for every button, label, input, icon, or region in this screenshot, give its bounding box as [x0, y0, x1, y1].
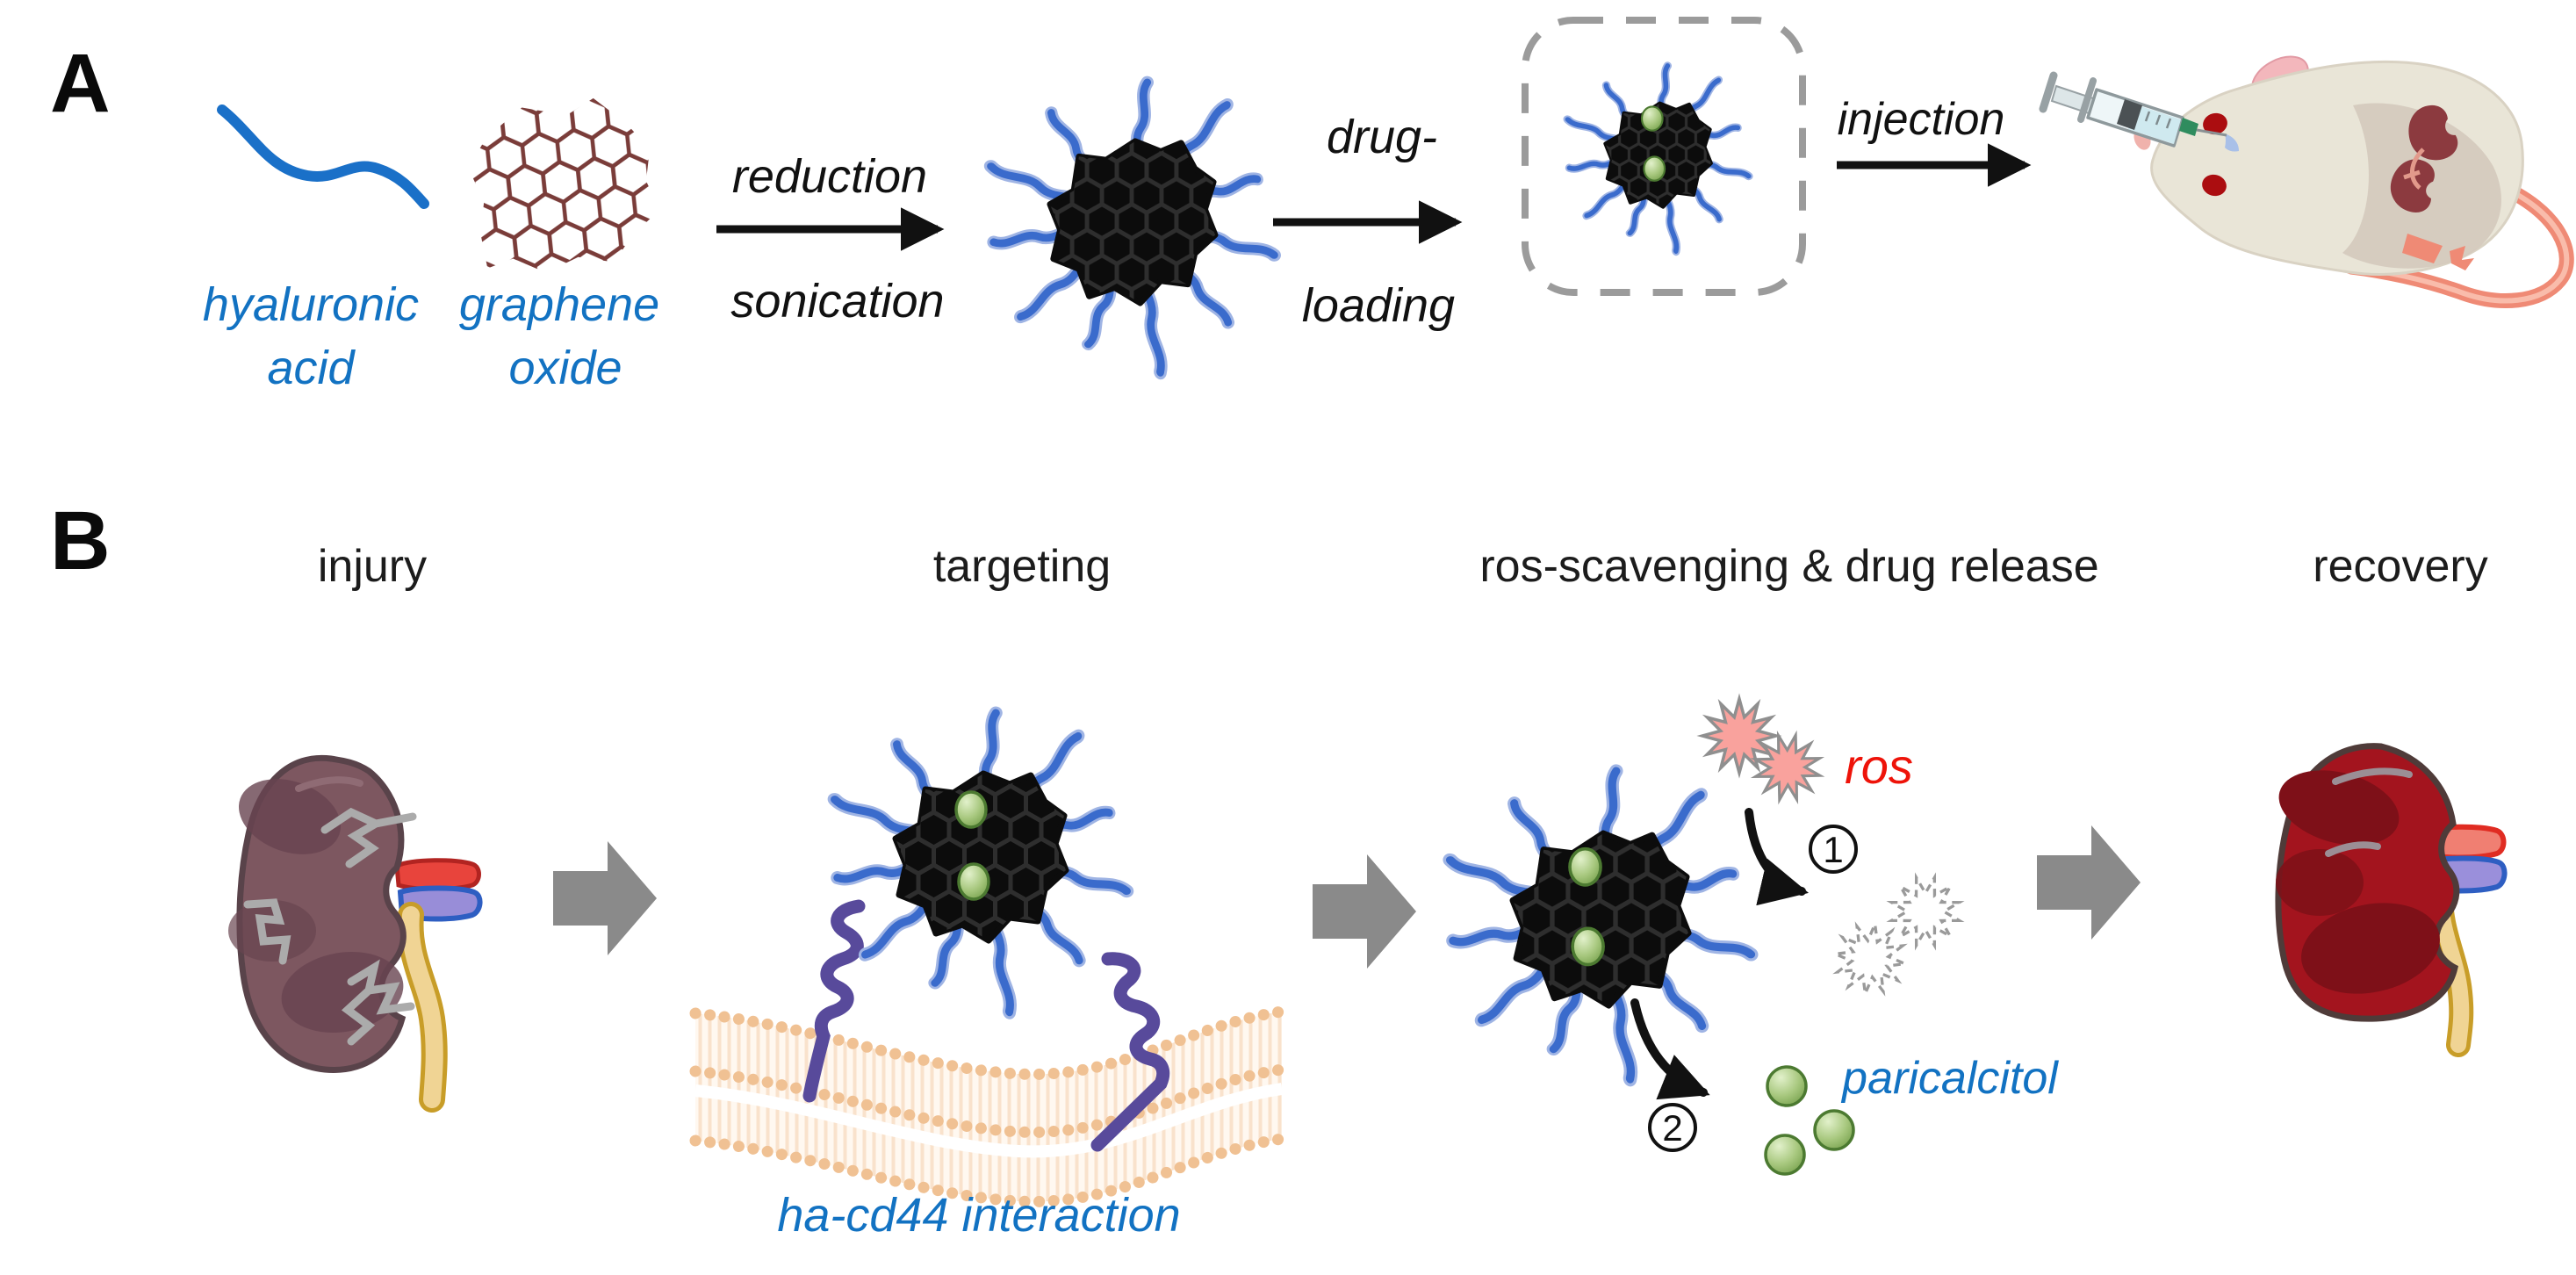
stage-header-injury: injury [318, 541, 427, 592]
kidney-blotch [228, 900, 316, 962]
mouse-foot [2402, 234, 2443, 263]
renal-artery [394, 858, 481, 891]
mouse-tail-highlight [2349, 182, 2570, 304]
reduction-label: reduction [732, 150, 927, 203]
curved-arrow-scavenging [1745, 808, 1810, 906]
targeting-nanoparticle [833, 712, 1127, 1012]
injury-crack [341, 959, 415, 1046]
loaded-drug-molecule-icon [957, 862, 990, 901]
scavenged-ros-icon [1881, 867, 1970, 956]
stage-header-recovery: recovery [2313, 541, 2487, 592]
loaded-drug-molecule-icon [1640, 105, 1664, 132]
mouse-kidney-vessels [2403, 148, 2425, 190]
injection-droplet-icon [2225, 133, 2239, 152]
recovered-kidney-illustration [2275, 743, 2508, 1057]
graphene-oxide-label-line1: graphene [459, 278, 659, 331]
loaded-drug-molecule-icon [954, 790, 988, 829]
stage-header-ros-scavenging: ros-scavenging & drug release [1479, 541, 2098, 592]
drug-loading-arrow: drug- loading [1273, 111, 1463, 332]
membrane-lipid-heads-middle [689, 1063, 1288, 1138]
injection-label: injection [1838, 94, 2005, 145]
injured-kidney-illustration [228, 754, 483, 1113]
stage-transition-arrow-icon [2037, 825, 2141, 940]
loaded-drug-molecule-icon [1571, 926, 1605, 967]
mouse-illustration [2039, 55, 2574, 308]
drug-label: drug- [1327, 111, 1437, 163]
kidney-blotch [238, 779, 342, 854]
paricalcitol-molecule [1813, 1109, 1855, 1151]
step-1-number: 1 [1823, 829, 1843, 870]
ros-scavenging-illustration: ros 1 2 paricalcitol [1449, 697, 2059, 1176]
ros-label: ros [1845, 738, 1913, 794]
stage-transition-arrow-icon [1313, 854, 1416, 969]
graphene-oxide-lattice-icon [468, 97, 660, 273]
reduction-sonication-arrow: reduction sonication [716, 150, 945, 328]
injury-crack [243, 898, 291, 965]
loaded-drug-molecule-icon [1643, 155, 1666, 182]
targeting-illustration: ha-cd44 interaction [689, 712, 1288, 1242]
scavenged-ros-icon [1823, 911, 1918, 1006]
dashed-highlight-box [1522, 17, 1806, 296]
hyaluronic-acid-polymer-icon [217, 104, 429, 209]
membrane-lipid-heads-bottom [689, 1133, 1288, 1207]
step-2-badge [1648, 1103, 1697, 1152]
cd44-receptor-left [802, 899, 866, 1103]
cd44-receptor-right [1090, 952, 1170, 1152]
hyaluronic-acid-label-line2: acid [267, 342, 356, 394]
loading-label: loading [1302, 279, 1455, 332]
ha-cd44-caption: ha-cd44 interaction [777, 1189, 1180, 1242]
stage-transition-arrow-icon [553, 841, 657, 955]
hyaluronic-acid-label-line1: hyaluronic [203, 278, 419, 331]
injection-arrow: injection [1837, 94, 2032, 187]
rgo-ha-nanoparticle [989, 82, 1275, 371]
syringe-icon [2039, 71, 2227, 148]
membrane-lipid-heads-top [689, 1005, 1288, 1080]
step-2-number: 2 [1662, 1107, 1682, 1149]
paricalcitol-molecule [1766, 1065, 1808, 1107]
curved-arrow-release [1630, 998, 1710, 1100]
membrane-midline [694, 1083, 1284, 1158]
scavenging-nanoparticle [1449, 771, 1752, 1079]
sonication-label: sonication [730, 275, 944, 328]
panel-b-label: B [50, 494, 111, 587]
mouse-eye-right [2202, 174, 2227, 197]
injury-crack [320, 807, 417, 868]
mouse-eye-left [2203, 112, 2227, 135]
drug-loaded-nanoparticle [1566, 66, 1749, 251]
kidney-blotch [2301, 903, 2440, 994]
kidney-blotch [2278, 770, 2400, 846]
step-1-badge [1809, 825, 1858, 874]
loaded-drug-molecule-icon [1568, 846, 1602, 887]
paricalcitol-label: paricalcitol [1840, 1053, 2059, 1104]
stage-header-targeting: targeting [933, 541, 1111, 592]
kidney-highlight [2325, 767, 2413, 857]
ureter [401, 906, 443, 1108]
graphene-oxide-label-line2: oxide [508, 342, 622, 394]
mouse-foot [2450, 246, 2474, 270]
kidney-highlight [295, 776, 363, 792]
panel-a-label: A [50, 37, 111, 130]
paricalcitol-molecule [1764, 1134, 1806, 1176]
kidney-blotch [2276, 849, 2364, 916]
